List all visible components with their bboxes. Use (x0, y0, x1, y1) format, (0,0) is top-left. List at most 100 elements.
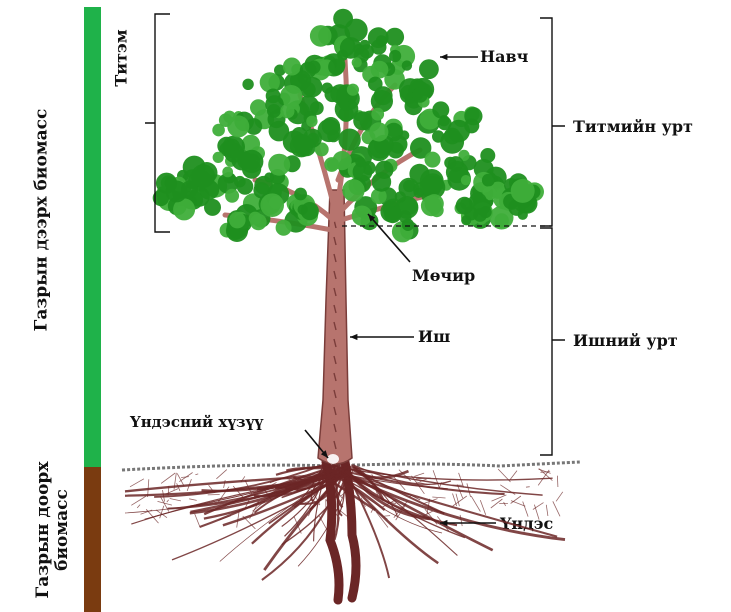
root-fibre (216, 470, 226, 479)
leaf-cluster (419, 59, 439, 79)
root-fibre (538, 469, 550, 473)
leaf-cluster (237, 178, 254, 195)
leaf-cluster (213, 152, 224, 163)
leaf-cluster (338, 107, 353, 122)
leaf-cluster (250, 99, 267, 116)
leaf-cluster (298, 205, 308, 215)
root-fibre (167, 500, 169, 502)
leaf-cluster (402, 60, 412, 70)
leaf-cluster (412, 87, 428, 103)
root-fibre (414, 473, 424, 476)
leaf-cluster (204, 199, 221, 216)
root-fibre (181, 477, 189, 478)
root-fibre (371, 509, 373, 513)
root-fibre (480, 500, 485, 515)
leaf-cluster (389, 50, 401, 62)
leaf-cluster (338, 129, 360, 151)
leaf-cluster (355, 157, 365, 167)
root-fibre (526, 487, 530, 488)
leaf-cluster (461, 215, 471, 225)
leaf-cluster (250, 214, 267, 231)
leaf-cluster (337, 50, 348, 61)
leaf-cluster (420, 169, 444, 193)
leaf-cluster (283, 58, 301, 76)
leaf-cluster (330, 84, 350, 104)
root-fibre (170, 499, 181, 501)
root-fibre (546, 505, 548, 516)
leaf-cluster (212, 124, 225, 137)
leaf-cluster (222, 167, 233, 178)
root-fibre (553, 501, 560, 516)
leaf-cluster (403, 180, 415, 192)
root-fibre (161, 473, 175, 483)
leaf-cluster (421, 195, 442, 216)
leaf-cluster (387, 142, 404, 159)
leaf-cluster (371, 61, 389, 79)
leaf-cluster (196, 162, 217, 183)
root-fibre (504, 502, 506, 506)
leaf-cluster (352, 57, 362, 67)
root-fibre (384, 516, 390, 517)
leaf-cluster (376, 35, 387, 46)
leaf-cluster (368, 138, 391, 161)
root-fibre (131, 496, 146, 505)
leaf-cluster (242, 79, 253, 90)
leaf-cluster (306, 116, 317, 127)
leaf-cluster (425, 152, 441, 168)
leaf-cluster (360, 44, 374, 58)
root-fibre (224, 480, 226, 488)
leaf-cluster (165, 177, 177, 189)
leaf-cluster (511, 179, 535, 203)
leaf-cluster (386, 28, 405, 47)
leaf-cluster (276, 220, 292, 236)
leaf-cluster (372, 172, 392, 192)
leaf-cluster (280, 104, 294, 118)
leaf-cluster (227, 115, 249, 137)
root-fibre (510, 471, 517, 480)
leaf-cluster (456, 197, 474, 215)
leaf-cluster (303, 129, 322, 148)
crown-length-bracket (540, 18, 565, 226)
root-fibre (467, 483, 471, 497)
root-fibre (523, 502, 528, 517)
leaf-cluster (368, 77, 383, 92)
root-fibre (423, 511, 433, 516)
root-fibre (471, 496, 480, 511)
leaf-cluster (438, 116, 452, 130)
leaf-cluster (294, 188, 307, 201)
root-fibre (189, 499, 197, 501)
root-fibre (556, 492, 563, 502)
root-system (122, 462, 580, 600)
leaf-cluster (342, 179, 364, 201)
root-fibre (195, 514, 200, 527)
leaf-cluster (371, 108, 384, 121)
leaf-cluster (310, 25, 332, 47)
root-fibre (137, 505, 140, 508)
root-fibre (130, 479, 144, 487)
leaf-cluster (480, 148, 495, 163)
leaf-cluster (369, 122, 388, 141)
root-fibre (195, 474, 198, 475)
root-collar-mark (327, 454, 339, 464)
arrowhead (350, 334, 357, 340)
arrowhead (440, 54, 447, 60)
leaf-cluster (480, 206, 492, 218)
root-fibre (460, 515, 462, 526)
leaf-cluster (347, 84, 359, 96)
leaf-cluster (461, 175, 471, 185)
leaf-cluster (229, 212, 246, 229)
root-fibre (492, 495, 507, 501)
leaf-cluster (300, 62, 317, 79)
root-fibre (557, 476, 558, 487)
root-fibre (160, 506, 164, 519)
leaf-cluster (464, 107, 482, 125)
leaf-cluster (181, 181, 198, 198)
root-fibre (432, 497, 445, 498)
leaf-cluster (225, 189, 239, 203)
leaf-cluster (231, 150, 252, 171)
leaf-cluster (283, 131, 306, 154)
leaf-cluster (327, 130, 339, 142)
leaf-cluster (333, 151, 352, 170)
